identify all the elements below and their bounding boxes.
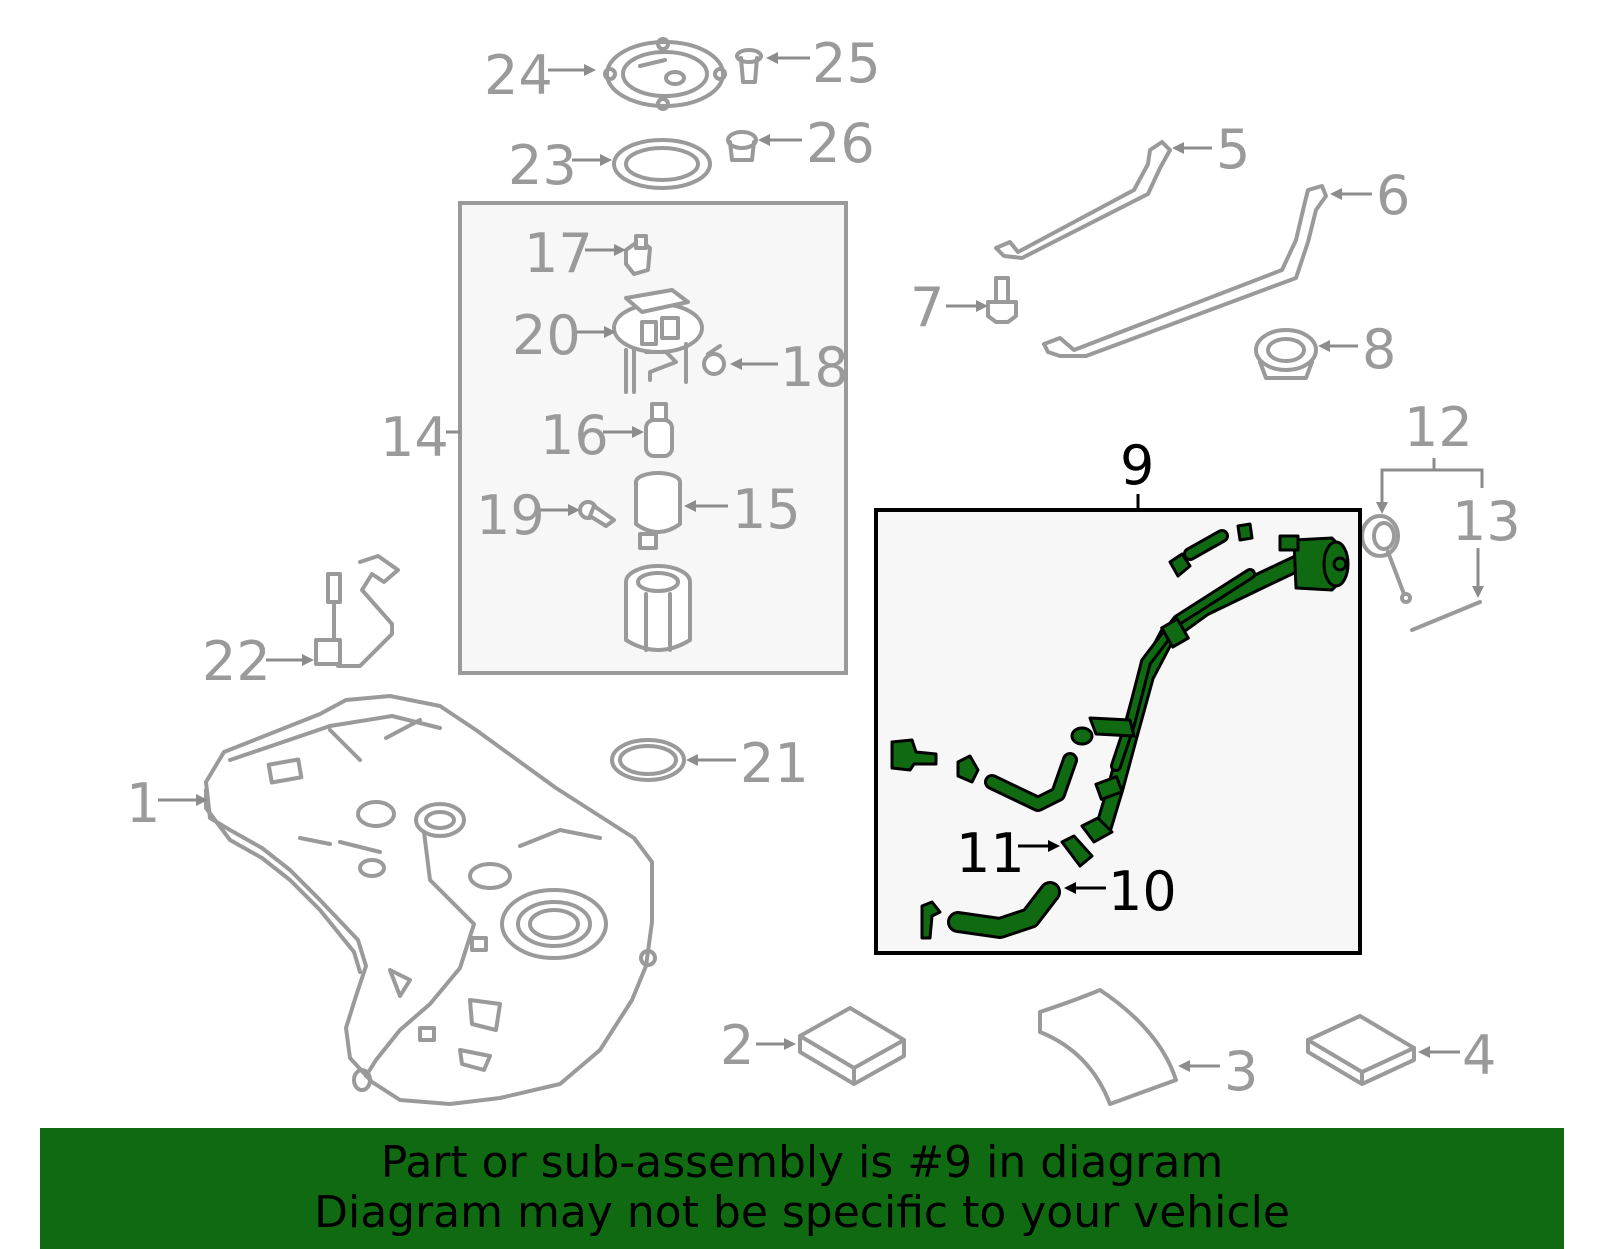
- arrow-18: [730, 358, 742, 370]
- callout-2: 2: [720, 1014, 754, 1077]
- part-10-filler-hose[interactable]: [920, 881, 1061, 940]
- arrow-24: [584, 64, 596, 76]
- callout-15: 15: [732, 478, 801, 541]
- arrow-15: [684, 500, 696, 512]
- arrow-10: [1064, 882, 1076, 894]
- arrow-6: [1330, 188, 1342, 200]
- part-12-fuel-cap[interactable]: [1360, 514, 1412, 604]
- callout-4: 4: [1462, 1024, 1496, 1087]
- part-strainer[interactable]: [624, 564, 692, 652]
- arrow-26: [758, 134, 770, 146]
- arrow-17: [614, 244, 626, 256]
- callout-6: 6: [1376, 164, 1410, 227]
- part-2-pad[interactable]: [798, 1006, 906, 1086]
- callout-23: 23: [508, 134, 577, 197]
- part-21-gasket[interactable]: [610, 738, 686, 782]
- callout-13: 13: [1452, 490, 1521, 553]
- part-3-curved-pad[interactable]: [1038, 988, 1178, 1106]
- arrow-25: [766, 52, 778, 64]
- callout-3: 3: [1224, 1040, 1258, 1103]
- part-15-filter-housing[interactable]: [634, 471, 682, 550]
- part-20-pump-flange[interactable]: [612, 288, 704, 394]
- callout-9: 9: [1120, 434, 1154, 497]
- callout-18: 18: [780, 336, 849, 399]
- part-11-clip[interactable]: [1060, 834, 1094, 868]
- arrow-1: [196, 794, 208, 806]
- part-9-filler-neck-assembly[interactable]: [890, 522, 1350, 844]
- info-banner: Part or sub-assembly is #9 in diagram Di…: [40, 1128, 1564, 1249]
- callout-12: 12: [1404, 396, 1473, 459]
- arrow-3: [1178, 1060, 1190, 1072]
- part-5-tank-strap[interactable]: [994, 140, 1172, 260]
- callout-19: 19: [476, 484, 545, 547]
- arrow-20: [604, 326, 616, 338]
- arrow-13: [1472, 586, 1484, 598]
- part-26-grommet[interactable]: [726, 130, 758, 162]
- part-24-cover-plate[interactable]: [603, 37, 727, 111]
- arrow-16: [632, 426, 644, 438]
- callout-7: 7: [910, 276, 944, 339]
- banner-line-2: Diagram may not be specific to your vehi…: [314, 1187, 1290, 1238]
- part-18-clip[interactable]: [702, 344, 726, 376]
- arrow-23: [600, 154, 612, 166]
- arrow-5: [1172, 142, 1184, 154]
- part-16-fuel-pump[interactable]: [644, 402, 674, 458]
- callout-20: 20: [512, 304, 581, 367]
- part-17-sensor[interactable]: [624, 234, 652, 276]
- callout-1: 1: [126, 772, 160, 835]
- callout-10: 10: [1108, 860, 1177, 923]
- arrow-2: [784, 1038, 796, 1050]
- callout-5: 5: [1216, 118, 1250, 181]
- callout-14: 14: [380, 406, 449, 469]
- part-1-fuel-tank[interactable]: [204, 694, 657, 1106]
- callout-25: 25: [812, 32, 881, 95]
- part-8-grommet[interactable]: [1254, 328, 1318, 380]
- part-22-sender-bracket[interactable]: [314, 554, 400, 668]
- arrow-4: [1418, 1046, 1430, 1058]
- callout-26: 26: [806, 112, 875, 175]
- arrow-19: [568, 504, 580, 516]
- callout-24: 24: [484, 44, 553, 107]
- callout-21: 21: [740, 732, 809, 795]
- leader-12: [1380, 458, 1484, 504]
- callout-17: 17: [524, 222, 593, 285]
- part-6-tank-strap[interactable]: [1042, 184, 1328, 358]
- part-7-bolt[interactable]: [986, 276, 1018, 324]
- arrow-12: [1376, 502, 1388, 514]
- arrow-7: [976, 300, 988, 312]
- callout-11: 11: [956, 822, 1025, 885]
- part-25-pin[interactable]: [735, 48, 763, 84]
- part-13-tether[interactable]: [1410, 600, 1482, 632]
- callout-8: 8: [1362, 318, 1396, 381]
- callout-22: 22: [202, 630, 271, 693]
- arrow-22: [302, 654, 314, 666]
- part-4-pad[interactable]: [1306, 1014, 1416, 1086]
- arrow-8: [1318, 340, 1330, 352]
- part-23-o-ring[interactable]: [612, 138, 712, 190]
- banner-line-1: Part or sub-assembly is #9 in diagram: [380, 1137, 1224, 1188]
- callout-16: 16: [540, 404, 609, 467]
- arrow-11: [1048, 840, 1060, 852]
- arrow-21: [686, 754, 698, 766]
